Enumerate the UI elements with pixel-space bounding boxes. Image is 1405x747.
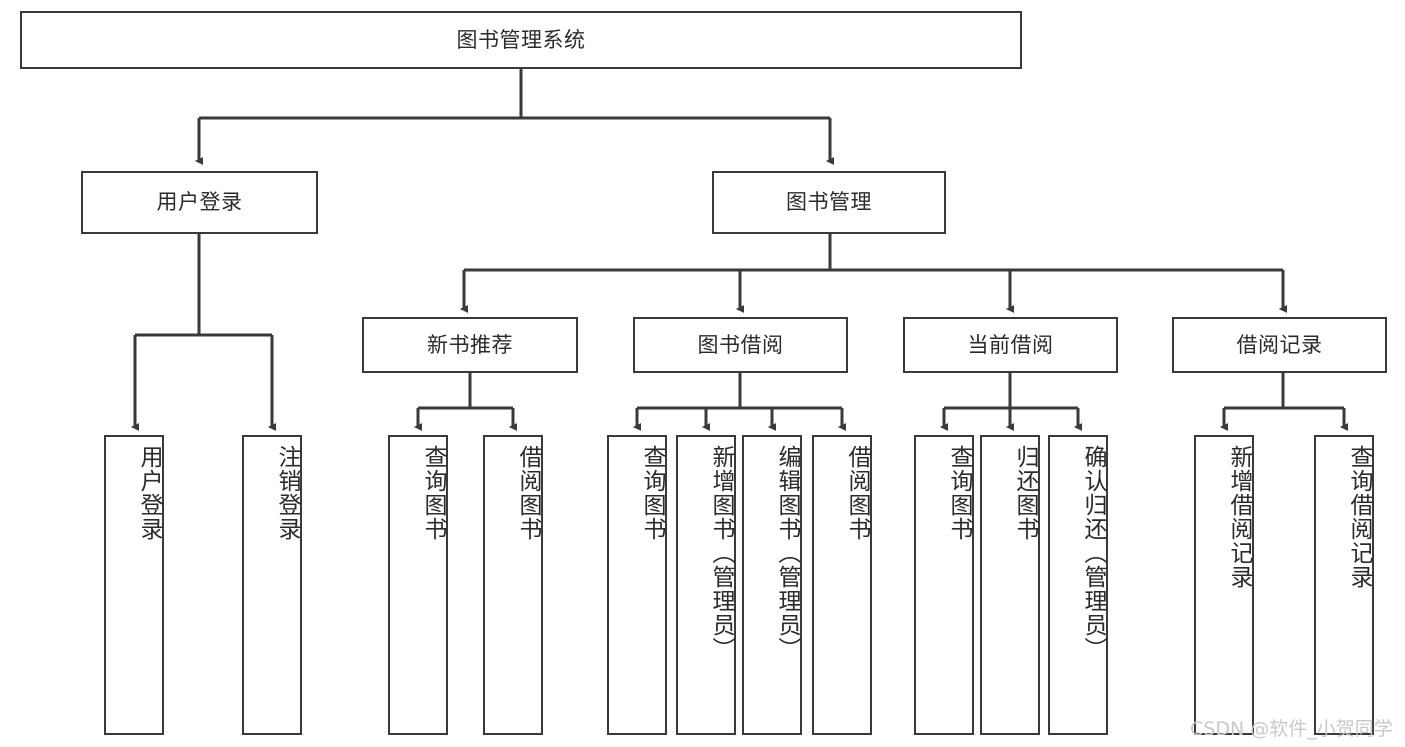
node-leaf-query-book-3-label: 查询图书 [946,445,972,541]
node-leaf-logout-label: 注销登录 [274,445,300,541]
node-leaf-query-record[interactable]: 查询借阅记录 [1314,435,1374,735]
node-leaf-edit-book[interactable]: 编辑图书（管理员） [742,435,802,735]
node-user-login[interactable]: 用户登录 [81,171,318,234]
node-leaf-query-book-2[interactable]: 查询图书 [607,435,667,735]
node-leaf-add-record-label: 新增借阅记录 [1226,445,1252,589]
node-leaf-query-book-1[interactable]: 查询图书 [388,435,448,735]
node-leaf-add-book-label: 新增图书（管理员） [708,445,734,661]
node-leaf-query-book-2-label: 查询图书 [639,445,665,541]
node-leaf-user-login-label: 用户登录 [136,445,162,541]
node-leaf-query-book-3[interactable]: 查询图书 [914,435,974,735]
node-book-borrow[interactable]: 图书借阅 [633,317,848,373]
node-leaf-borrow-book-2[interactable]: 借阅图书 [812,435,872,735]
node-leaf-logout[interactable]: 注销登录 [242,435,302,735]
node-book-borrow-label: 图书借阅 [697,332,784,357]
node-leaf-query-record-label: 查询借阅记录 [1346,445,1372,589]
node-leaf-add-record[interactable]: 新增借阅记录 [1194,435,1254,735]
node-borrow-record-label: 借阅记录 [1236,332,1323,357]
node-leaf-borrow-book-1-label: 借阅图书 [515,445,541,541]
node-leaf-add-book[interactable]: 新增图书（管理员） [676,435,736,735]
node-root[interactable]: 图书管理系统 [20,11,1022,69]
node-leaf-return-book-label: 归还图书 [1012,445,1038,541]
node-book-management-label: 图书管理 [786,190,872,215]
node-borrow-record[interactable]: 借阅记录 [1172,317,1387,373]
watermark: CSDN @软件_小贺同学 [1190,718,1393,740]
node-new-book-recommend-label: 新书推荐 [427,332,513,357]
node-leaf-borrow-book-2-label: 借阅图书 [844,445,870,541]
node-book-management[interactable]: 图书管理 [712,171,946,234]
node-current-borrow-label: 当前借阅 [967,332,1054,357]
node-root-label: 图书管理系统 [456,27,586,52]
node-leaf-edit-book-label: 编辑图书（管理员） [774,445,800,661]
node-leaf-query-book-1-label: 查询图书 [420,445,446,541]
node-leaf-confirm-return[interactable]: 确认归还（管理员） [1048,435,1108,735]
node-leaf-user-login[interactable]: 用户登录 [104,435,164,735]
node-user-login-label: 用户登录 [156,190,243,215]
node-current-borrow[interactable]: 当前借阅 [903,317,1118,373]
node-leaf-confirm-return-label: 确认归还（管理员） [1080,445,1106,661]
node-leaf-borrow-book-1[interactable]: 借阅图书 [483,435,543,735]
node-leaf-return-book[interactable]: 归还图书 [980,435,1040,735]
node-new-book-recommend[interactable]: 新书推荐 [362,317,578,373]
